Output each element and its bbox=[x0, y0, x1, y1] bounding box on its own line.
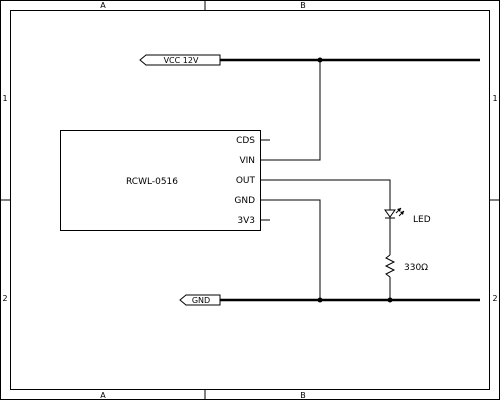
frame-row-label-left-1: 1 bbox=[2, 94, 7, 103]
frame-row-label-right-2: 2 bbox=[492, 294, 497, 303]
wire-out-to-led[interactable] bbox=[260, 179, 391, 210]
pin-label-3v3: 3V3 bbox=[237, 216, 255, 226]
pin-label-gnd: GND bbox=[234, 196, 255, 206]
junction-dot-gnd-left bbox=[317, 297, 323, 303]
pin-label-vin: VIN bbox=[239, 156, 255, 166]
frame-col-label-top-b: B bbox=[300, 1, 306, 10]
gnd-port-label: GND bbox=[192, 296, 210, 305]
frame-row-label-right-1: 1 bbox=[492, 94, 497, 103]
wire-gnd-to-bus[interactable] bbox=[260, 199, 321, 300]
led-symbol[interactable] bbox=[384, 207, 405, 219]
wire-vin-to-vcc[interactable] bbox=[260, 60, 321, 161]
frame-col-label-top-a: A bbox=[100, 1, 106, 10]
component-name: RCWL-0516 bbox=[126, 177, 178, 187]
frame-row-label-left-2: 2 bbox=[2, 294, 7, 303]
junction-dot-gnd-right bbox=[387, 297, 393, 303]
pin-label-out: OUT bbox=[236, 176, 256, 186]
junction-dot-vcc bbox=[317, 57, 323, 63]
frame-col-label-bottom-a: A bbox=[100, 391, 106, 400]
resistor-label: 330Ω bbox=[404, 263, 428, 273]
frame-col-label-bottom-b: B bbox=[300, 391, 306, 400]
resistor-symbol[interactable] bbox=[384, 254, 396, 278]
vcc-port-label: VCC 12V bbox=[164, 56, 199, 65]
pin-label-cds: CDS bbox=[236, 136, 255, 146]
led-label: LED bbox=[413, 215, 431, 225]
inner-frame bbox=[10, 10, 490, 390]
